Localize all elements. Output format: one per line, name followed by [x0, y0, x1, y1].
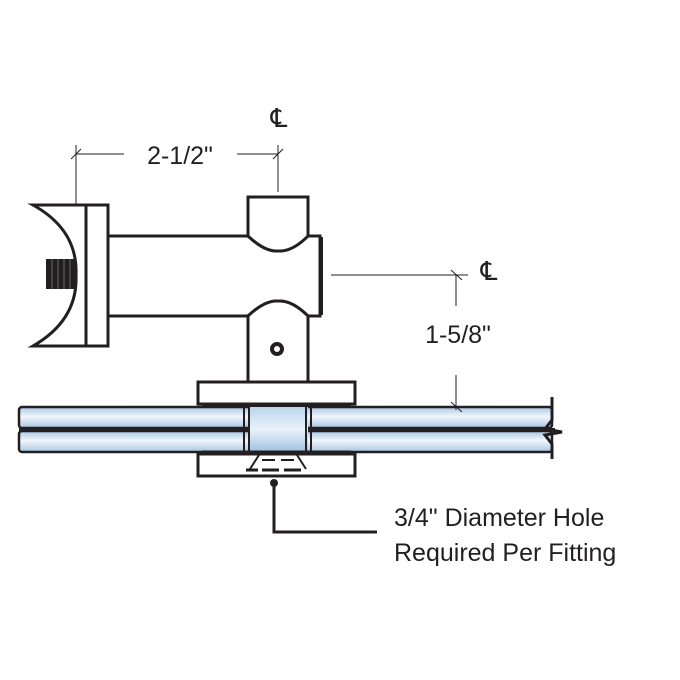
countersunk-screw [246, 454, 307, 472]
dimension-horizontal-label: 2-1/2" [147, 142, 213, 170]
set-screw-hole [270, 342, 284, 356]
glass-sleeve [243, 407, 312, 452]
centerline-top-symbol: ℄ [270, 103, 288, 133]
bottom-clamp-disc [196, 452, 357, 478]
vertical-stem [246, 299, 310, 384]
threaded-stud [46, 259, 76, 289]
flange-plate [84, 203, 110, 348]
centerline-right-symbol: ℄ [480, 256, 498, 286]
top-boss [246, 195, 310, 253]
top-clamp-disc [196, 380, 357, 406]
hole-note-line2: Required Per Fitting [394, 539, 616, 567]
dimension-horizontal [70, 145, 284, 206]
note-leader [270, 479, 377, 534]
dimension-vertical [331, 269, 468, 413]
hole-note-line1: 3/4" Diameter Hole [394, 504, 604, 532]
dimension-vertical-label: 1-5/8" [425, 321, 491, 349]
